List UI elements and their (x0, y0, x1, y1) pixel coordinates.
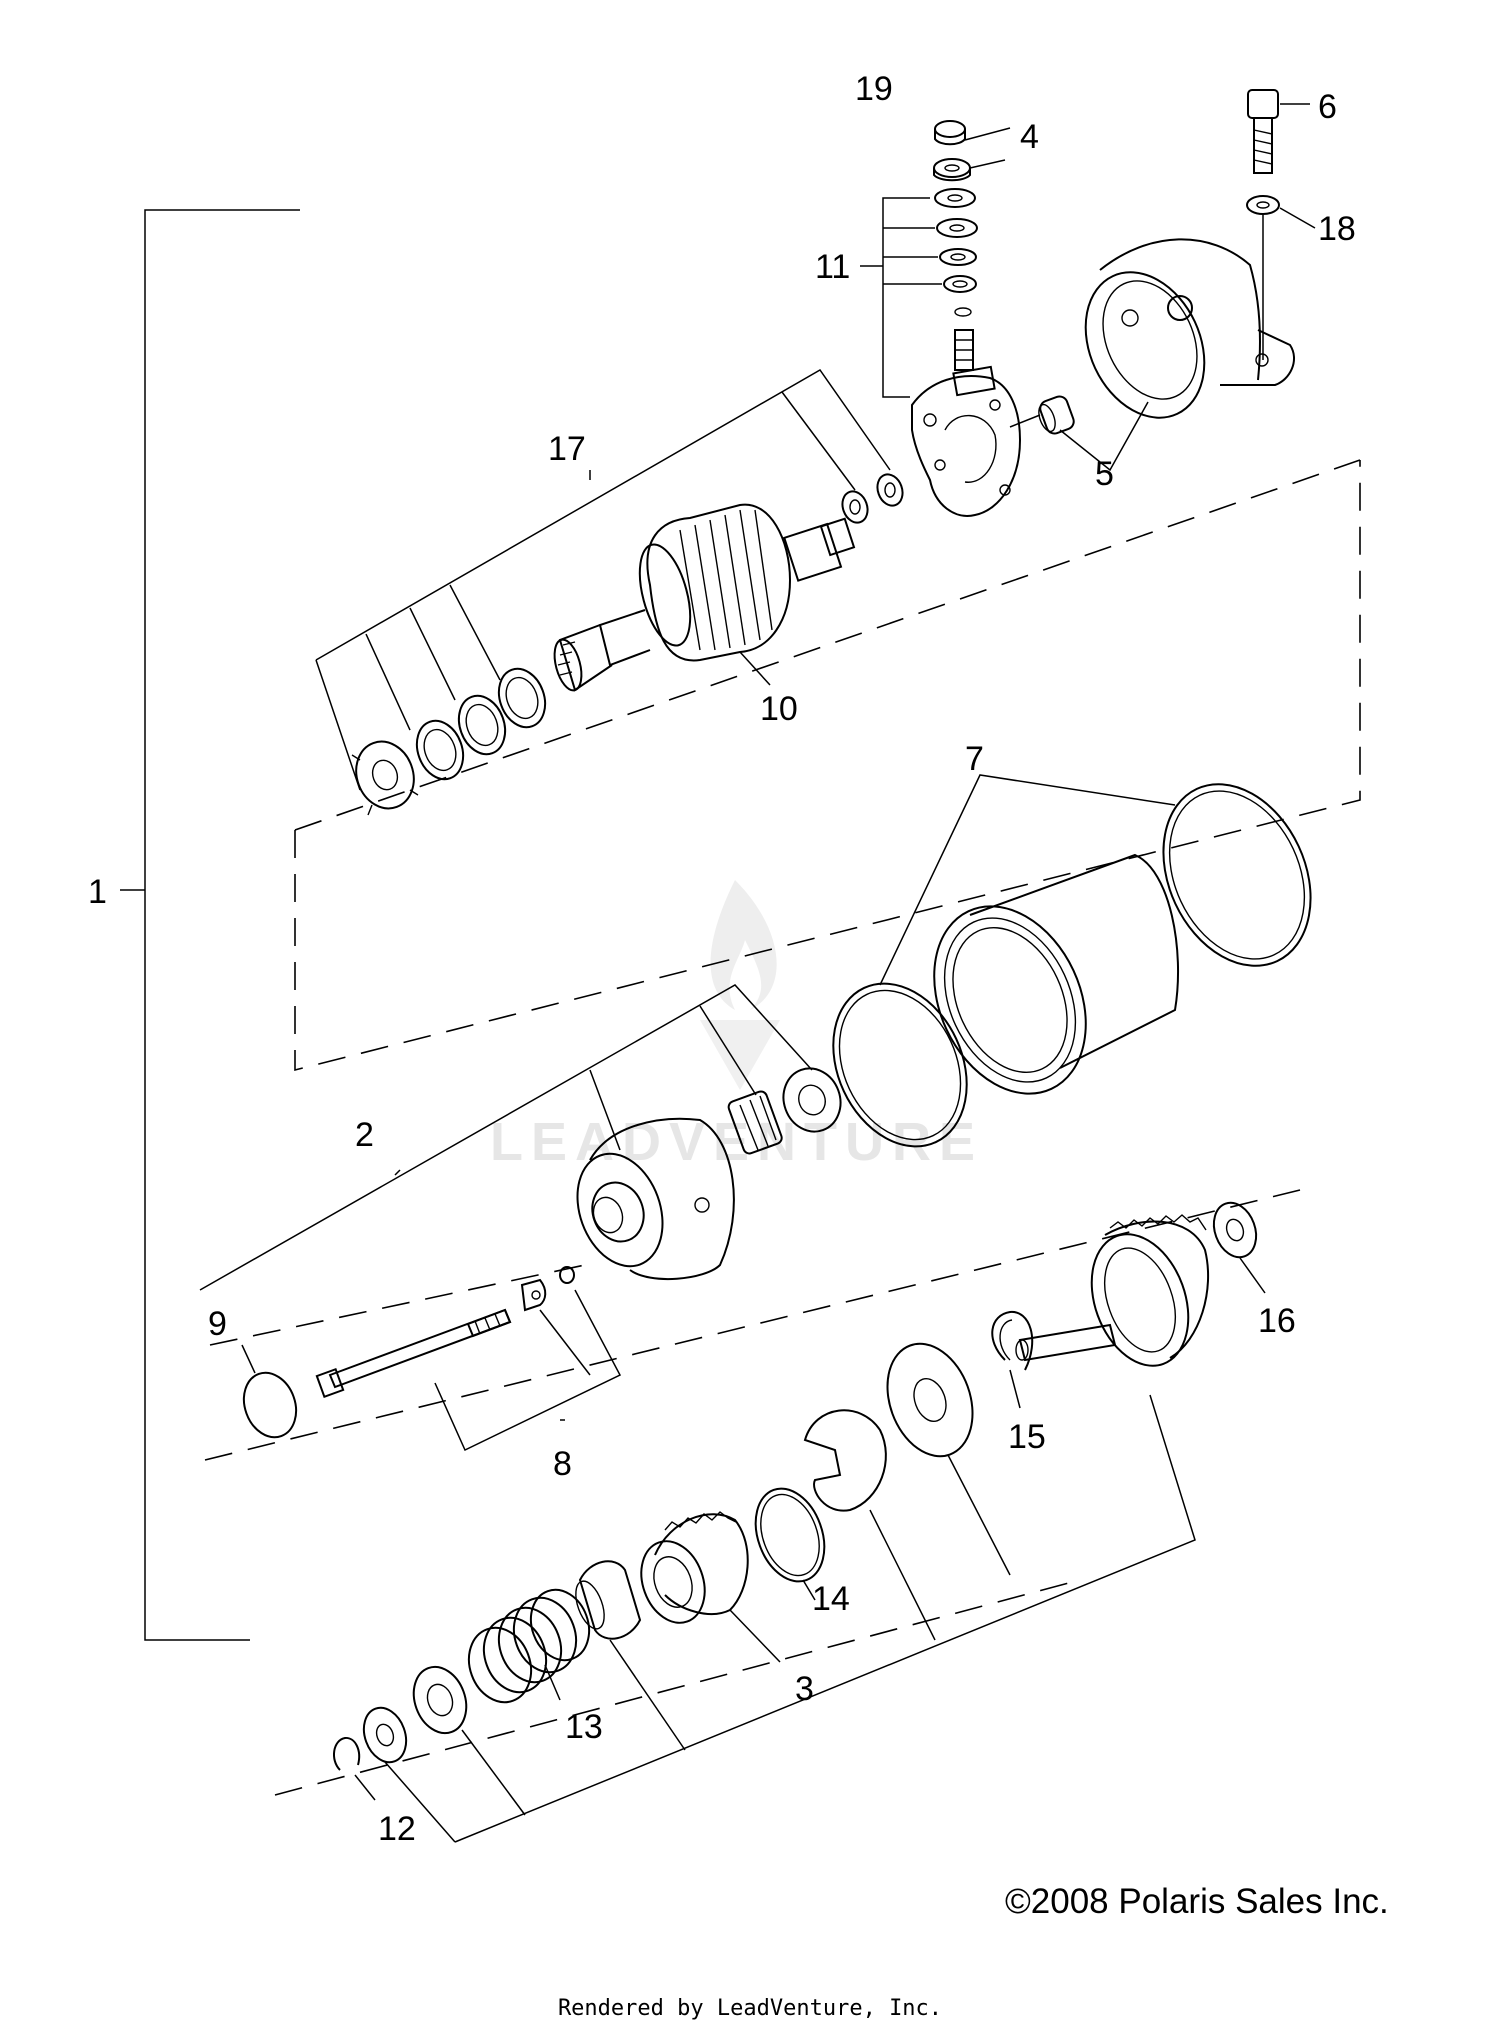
centerlines (204, 1189, 1301, 1796)
leader-clutch (384, 1394, 1196, 1843)
armature-10 (553, 503, 856, 692)
callout-15: 15 (1008, 1418, 1046, 1456)
clip-15-group (803, 1310, 1034, 1512)
callout-3: 3 (795, 1670, 814, 1708)
washers-17-upper (841, 473, 904, 524)
pinion-shaft (1015, 1201, 1266, 1367)
callout-17: 17 (548, 430, 586, 468)
callout-10: 10 (760, 690, 798, 728)
callout-16: 16 (1258, 1302, 1296, 1340)
callout-12: 12 (378, 1810, 416, 1848)
callout-7: 7 (965, 740, 984, 778)
callout-6: 6 (1318, 88, 1337, 126)
callout-labels: 1 2 3 4 5 6 7 8 9 10 11 12 13 14 15 16 1… (88, 70, 1356, 1848)
washer-18 (1246, 195, 1316, 360)
callout-5: 5 (1095, 455, 1114, 493)
leader-17 (315, 369, 891, 791)
watermark-text: LEADVENTURE (490, 1112, 983, 1172)
callout-8: 8 (553, 1445, 572, 1483)
cap-9 (241, 1344, 298, 1439)
bolt-6 (1247, 89, 1310, 174)
dashed-group-frame (294, 459, 1361, 1072)
callout-11: 11 (815, 248, 850, 286)
callout-14: 14 (812, 1580, 850, 1618)
callout-18: 18 (1318, 210, 1356, 248)
copyright-notice: ©2008 Polaris Sales Inc. (1005, 1882, 1389, 1921)
front-cover-2 (199, 984, 842, 1291)
watermark-flame-icon (710, 880, 777, 1010)
field-housing (832, 774, 1312, 1148)
leader-11 (860, 197, 942, 398)
terminal-stack (933, 120, 1011, 371)
brush-plate (911, 365, 1022, 517)
callout-13: 13 (565, 1708, 603, 1746)
callout-9: 9 (208, 1305, 227, 1343)
clutch-gear-3 (640, 1487, 826, 1663)
callout-1: 1 (88, 873, 107, 911)
watermark-v-icon (700, 1020, 780, 1090)
washers-17-lower (351, 667, 547, 816)
through-bolt-8 (315, 1266, 622, 1452)
assembly-bracket (120, 209, 300, 1641)
callout-2: 2 (355, 1116, 374, 1154)
spring-13-group (333, 1560, 642, 1801)
callout-19: 19 (855, 70, 893, 108)
rendered-by-credit: Rendered by LeadVenture, Inc. (557, 1996, 943, 2021)
end-cover-5 (1009, 238, 1295, 472)
callout-4: 4 (1020, 118, 1039, 156)
